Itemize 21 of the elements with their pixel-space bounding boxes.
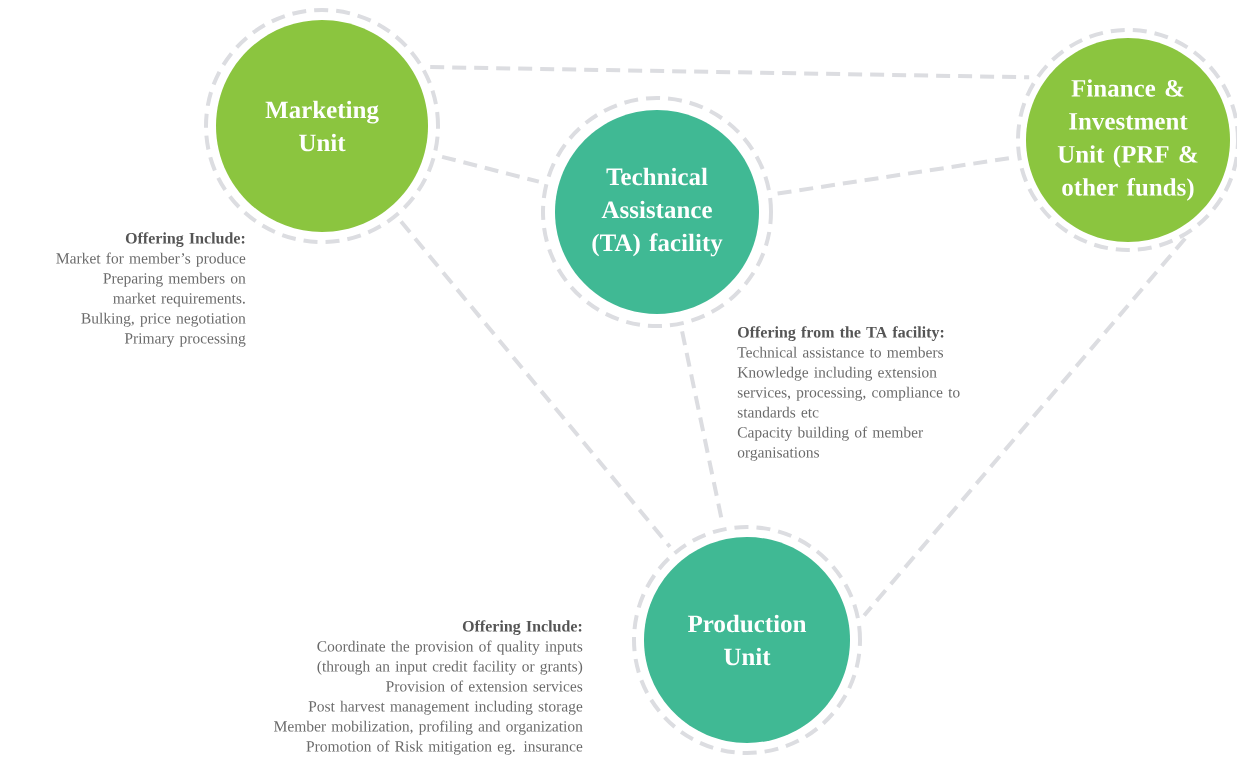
node-label: Offering Include: <box>462 620 582 635</box>
node-label: Primary processing <box>124 333 246 347</box>
node-label: Post harvest management including storage <box>308 700 583 715</box>
node-label: Provision of extension services <box>386 680 583 692</box>
node-label: Member mobilization, profiling and organization <box>274 720 583 735</box>
node-label: Knowledge including extension services, processing, compliance to standards etc <box>737 366 960 418</box>
offering-text: Offering Include: Coordinate the provision of quality inputs (through an input credit facility or grants) Provision of extension services Post harvest management including storage Member mobilization, profiling and organization Promotion of Risk mitigation eg. insurance <box>274 620 583 755</box>
connector-line <box>441 154 540 184</box>
connector-line <box>399 220 672 549</box>
node-label: Promotion of Risk mitigation eg. insurance <box>306 740 583 755</box>
node-label: Coordinate the provision of quality inputs (through an input credit facility or grants) <box>317 640 583 675</box>
connector-line <box>430 65 1030 80</box>
node-label: Capacity building of member organisations <box>737 426 924 461</box>
node-label: Market for member’s produce <box>56 252 246 267</box>
connector-line <box>862 237 1187 617</box>
node-label: Technical assistance to members <box>737 346 944 358</box>
node-label: Preparing members on market requirements. <box>103 272 246 307</box>
offering-text: Offering from the TA facility: Technical assistance to members Knowledge including extension services, processing, compliance to standards etc Capacity building of member organisations <box>737 326 960 461</box>
node-label: Offering from the TA facility: <box>737 326 944 341</box>
node-label: Bulking, price negotiation <box>81 312 246 327</box>
connector-line <box>777 155 1012 196</box>
